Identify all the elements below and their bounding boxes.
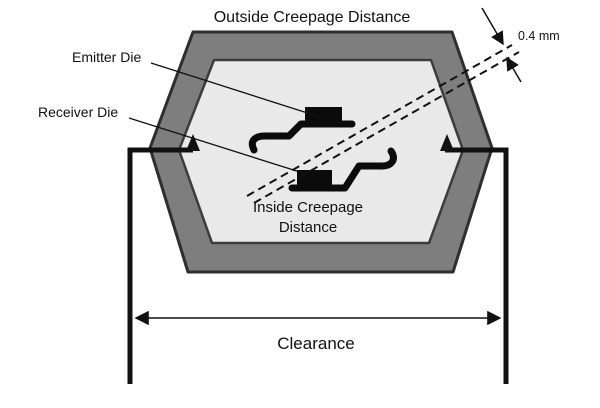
emitter-lead-frame <box>248 120 356 154</box>
gap-arrow-top-icon <box>481 7 504 46</box>
outside-creepage-label: Outside Creepage Distance <box>214 9 411 26</box>
up-arrow-right-icon <box>440 134 454 151</box>
receiver-die-label: Receiver Die <box>38 104 118 120</box>
emitter-leader-line <box>150 62 321 118</box>
emitter-die <box>305 107 342 122</box>
left-lead <box>127 147 193 384</box>
right-lead <box>445 147 509 384</box>
receiver-leader-line <box>128 117 304 174</box>
gap-measurement-label: 0.4 mm <box>518 29 560 43</box>
gap-dashed-line-2 <box>253 51 520 204</box>
up-arrow-left-icon <box>186 134 200 151</box>
inside-creepage-label-line1: Inside Creepage <box>253 199 363 216</box>
receiver-lead-frame <box>288 147 397 192</box>
gap-arrow-bottom-icon <box>506 56 522 83</box>
emitter-die-label: Emitter Die <box>72 49 141 65</box>
gap-dashed-line-1 <box>246 44 513 197</box>
inside-creepage-label-line2: Distance <box>279 219 337 236</box>
clearance-label: Clearance <box>277 334 355 353</box>
